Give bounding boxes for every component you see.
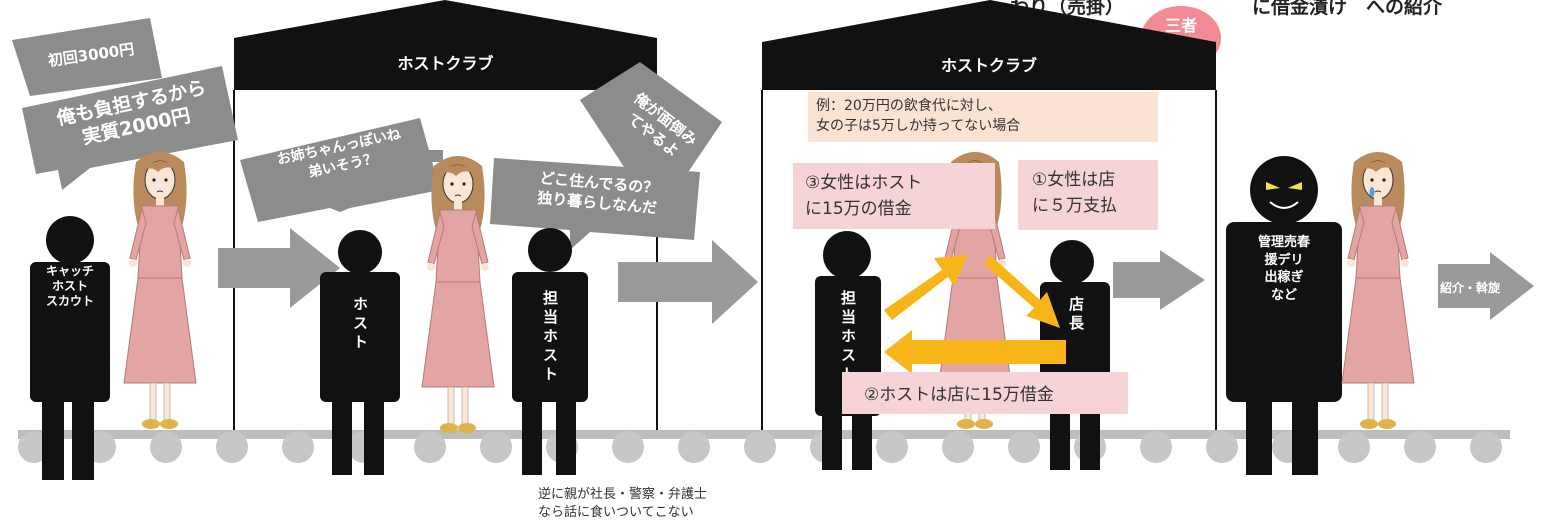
figure-label-broker: 管理売春 援デリ 出稼ぎ など [1257,235,1310,303]
host-club-building-2 [761,0,1217,430]
figure-label-catch: キャッチ ホスト スカウト [45,264,94,308]
figure-label-tanto-2: 担当ホスト [839,290,857,385]
woman-figure-4 [1341,151,1415,430]
bottom-note: 逆に親が社長・警察・弁護士 なら話に食いついてこない [538,487,708,520]
figure-label-manager: 店長 [1067,296,1085,334]
host-club-sign-1: ホストクラブ [397,54,494,73]
referral-arrow-label: 紹介・斡旋 [1440,281,1501,295]
host-store-debt-box: ②ホストは店に15万借金 [842,372,1128,414]
conveyor-belt [18,430,1510,463]
figure-label-tanto-1: 担当ホスト [541,290,559,385]
contract-arrows [884,255,1066,374]
figure-label-host: ホスト [351,296,369,353]
woman-store-payment-box: ①女性は店 に５万支払 [1018,160,1158,230]
woman-figure-1 [123,151,197,430]
woman-figure-2 [421,155,495,434]
example-box: 例：20万円の飲食代に対し、 女の子は5万しか持ってない場合 [808,92,1158,142]
flow-arrows [218,228,1534,324]
host-club-sign-2: ホストクラブ [940,56,1037,75]
woman-host-debt-box: ③女性はホスト に15万の借金 [793,163,995,229]
header-right-text: に借金漬け への紹介 [1252,0,1443,18]
